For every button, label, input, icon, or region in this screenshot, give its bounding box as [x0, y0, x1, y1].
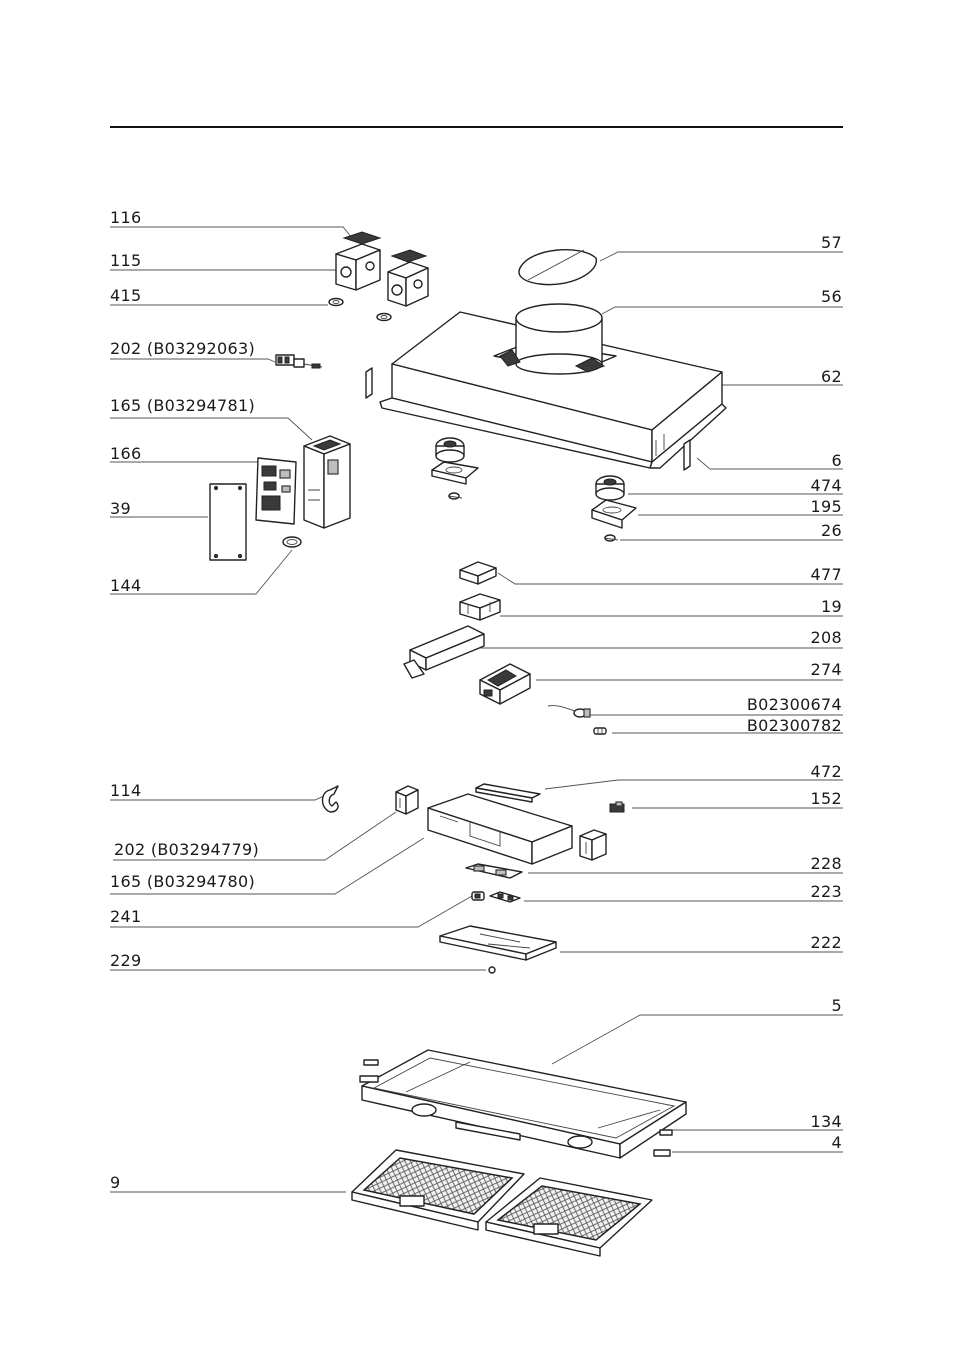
callout-195: 195 [810, 497, 842, 516]
spigot-56 [493, 303, 617, 375]
callout-222: 222 [810, 933, 842, 952]
capacitor-208 [403, 625, 485, 679]
callout-166: 166 [110, 444, 142, 463]
callout-5: 5 [831, 996, 842, 1015]
motor-474-left [435, 437, 465, 463]
leader-5 [551, 1014, 843, 1065]
bracket-19 [459, 593, 501, 621]
frame-5 [361, 1049, 687, 1159]
filter-9-left [351, 1149, 525, 1231]
callout-165-b03294780: 165 (B03294780) [110, 872, 256, 891]
leader-472 [544, 779, 843, 790]
leader-165b [110, 837, 425, 895]
plate-195-left [431, 461, 479, 485]
hook-114 [321, 785, 339, 813]
leader-116 [110, 226, 353, 239]
switch-274 [479, 663, 531, 705]
callout-56: 56 [821, 287, 842, 306]
pcb-166 [255, 457, 297, 525]
flap-57 [518, 249, 597, 286]
callout-202-b03294779: 202 (B03294779) [114, 840, 260, 859]
connector-202b-right [579, 829, 607, 861]
callout-62: 62 [821, 367, 842, 386]
callout-477: 477 [810, 565, 842, 584]
top-rule [110, 126, 843, 128]
leader-202b [113, 811, 397, 861]
leader-114 [110, 793, 329, 801]
callout-4: 4 [831, 1133, 842, 1152]
leader-56 [601, 306, 843, 315]
callout-19: 19 [821, 597, 842, 616]
callout-9: 9 [110, 1173, 121, 1192]
clip-6 [365, 367, 691, 471]
bar-472 [475, 783, 541, 803]
callout-116: 116 [110, 208, 142, 227]
filter-9-right [485, 1177, 653, 1257]
callout-115: 115 [110, 251, 142, 270]
clip-134-4 [359, 1059, 673, 1157]
knob-241 [471, 891, 485, 901]
callout-b02300782: B02300782 [746, 716, 842, 735]
callout-134: 134 [810, 1112, 842, 1131]
callout-474: 474 [810, 476, 842, 495]
junction-box-116-115 [335, 231, 429, 307]
callout-223: 223 [810, 882, 842, 901]
callout-274: 274 [810, 660, 842, 679]
leader-lines [110, 226, 843, 1193]
screw-229 [488, 966, 496, 974]
leader-241 [110, 895, 473, 928]
motor-474-right [595, 475, 625, 501]
cover-plate-39 [209, 483, 247, 561]
callout-241: 241 [110, 907, 142, 926]
callout-228: 228 [810, 854, 842, 873]
cable-B02300674 [547, 705, 591, 718]
callout-152: 152 [810, 789, 842, 808]
housing-165b [427, 793, 573, 865]
switch-223 [489, 891, 521, 903]
callout-229: 229 [110, 951, 142, 970]
callout-144: 144 [110, 576, 142, 595]
bracket-477 [459, 561, 497, 585]
connector-202b [395, 785, 419, 815]
leader-202a [110, 358, 276, 363]
callout-6: 6 [831, 451, 842, 470]
plate-195-right [591, 499, 637, 529]
callout-b02300674: B02300674 [746, 695, 842, 714]
leader-165a [110, 417, 313, 441]
callout-415: 415 [110, 286, 142, 305]
callout-39: 39 [110, 499, 131, 518]
pin-26-left [447, 492, 463, 500]
leader-477 [497, 572, 843, 585]
cover-228 [465, 863, 523, 879]
pin-26-right [603, 534, 619, 542]
plug-B02300782 [593, 727, 607, 735]
callout-165-b03294781: 165 (B03294781) [110, 396, 256, 415]
leader-144 [110, 549, 293, 595]
callout-202-b03292063: 202 (B03292063) [110, 339, 256, 358]
tray-222 [439, 925, 557, 961]
callout-26: 26 [821, 521, 842, 540]
callout-57: 57 [821, 233, 842, 252]
callout-208: 208 [810, 628, 842, 647]
callout-472: 472 [810, 762, 842, 781]
ring-144 [282, 536, 302, 548]
casing-165a [303, 435, 351, 529]
leader-57 [599, 251, 843, 262]
terminal-152 [609, 801, 625, 813]
connector-202a [275, 354, 323, 369]
leader-6 [696, 457, 843, 470]
washer-415 [328, 297, 392, 322]
callout-114: 114 [110, 781, 142, 800]
